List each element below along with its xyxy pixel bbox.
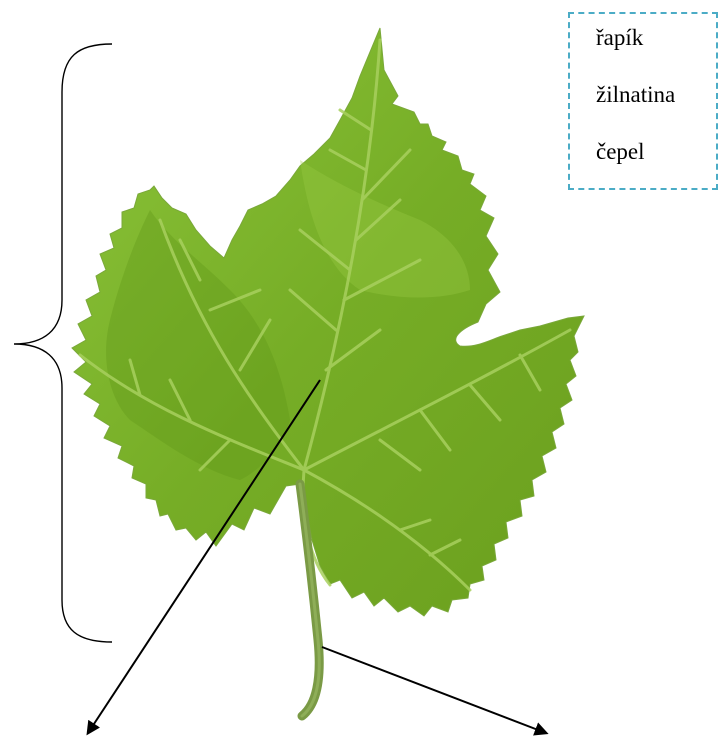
word-bank-box: řapík žilnatina čepel: [568, 12, 718, 190]
word-blade: čepel: [596, 140, 716, 163]
word-petiole: řapík: [596, 26, 716, 49]
grape-leaf: [72, 28, 584, 616]
word-venation: žilnatina: [596, 83, 716, 106]
arrow-to-petiole: [322, 647, 546, 733]
